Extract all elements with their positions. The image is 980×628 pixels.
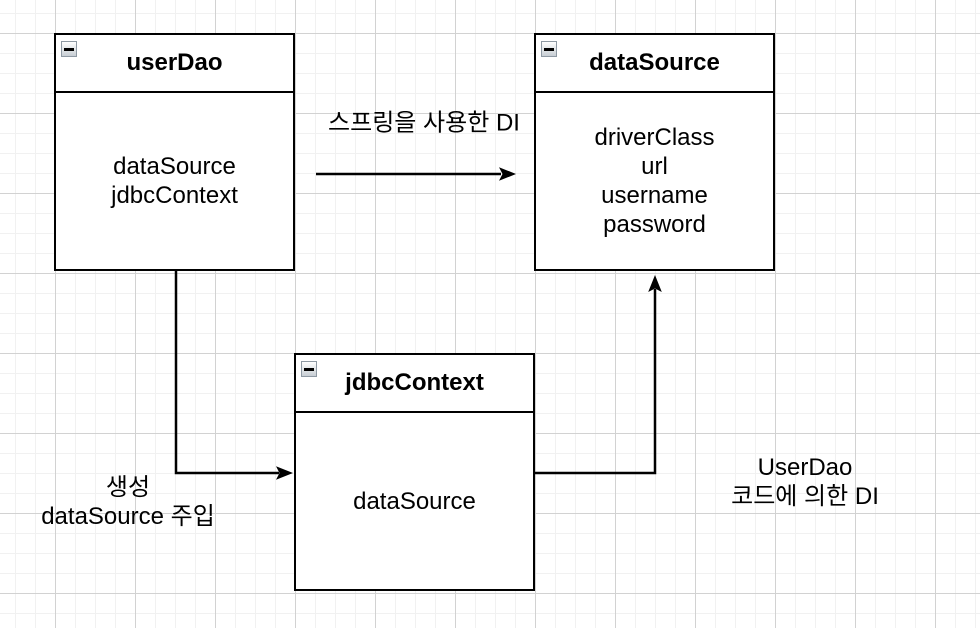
member-item: username [601, 182, 708, 209]
class-members-userdao: dataSource jdbcContext [56, 93, 293, 269]
label-creation: 생성 dataSource 주입 [41, 473, 215, 531]
class-title-datasource: dataSource [589, 49, 720, 76]
member-item: password [603, 211, 706, 238]
minus-bar [304, 367, 314, 371]
label-spring-di: 스프링을 사용한 DI [328, 109, 520, 137]
arrowhead-right-icon [499, 167, 516, 181]
member-item: jdbcContext [111, 182, 238, 209]
class-members-jdbccontext: dataSource [296, 413, 533, 589]
class-header-datasource: dataSource [536, 35, 773, 93]
member-item: url [641, 153, 668, 180]
member-item: driverClass [594, 124, 715, 151]
label-userdao-code-di-line1: UserDao [757, 454, 853, 481]
minus-bar [544, 47, 554, 51]
edge-jdbccontext-to-datasource [535, 275, 662, 475]
label-creation-line2: dataSource 주입 [41, 503, 215, 530]
label-userdao-code-di: UserDao 코드에 의한 DI [731, 453, 879, 511]
member-item: dataSource [353, 487, 476, 515]
edge-userdao-to-datasource [316, 167, 516, 181]
label-creation-line1: 생성 [105, 474, 151, 501]
class-box-datasource: dataSource driverClass url username pass… [534, 33, 775, 271]
edge-userdao-to-jdbccontext [174, 271, 293, 480]
class-header-userdao: userDao [56, 35, 293, 93]
collapse-minus-icon[interactable] [61, 41, 77, 57]
class-title-userdao: userDao [126, 49, 223, 76]
arrowhead-up-icon [648, 275, 662, 292]
class-members-datasource: driverClass url username password [536, 93, 773, 269]
class-box-jdbccontext: jdbcContext dataSource [294, 353, 535, 591]
collapse-minus-icon[interactable] [541, 41, 557, 57]
arrowhead-right-icon [276, 466, 293, 480]
class-header-jdbccontext: jdbcContext [296, 355, 533, 413]
class-box-userdao: userDao dataSource jdbcContext [54, 33, 295, 271]
member-item: dataSource [113, 153, 236, 180]
collapse-minus-icon[interactable] [301, 361, 317, 377]
class-title-jdbccontext: jdbcContext [345, 369, 484, 396]
label-userdao-code-di-line2: 코드에 의한 DI [731, 483, 879, 510]
minus-bar [64, 47, 74, 51]
